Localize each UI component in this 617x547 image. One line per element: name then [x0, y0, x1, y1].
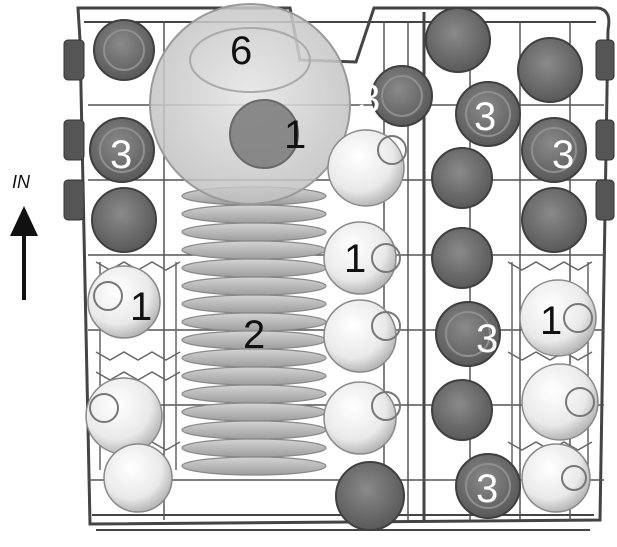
cup-number: 1 — [344, 237, 366, 281]
plate — [182, 259, 326, 277]
glass — [432, 148, 492, 208]
cup — [104, 444, 172, 512]
glass — [426, 8, 490, 72]
cup — [86, 378, 162, 454]
cups-group — [86, 130, 598, 512]
cup — [328, 130, 404, 206]
glass — [522, 188, 586, 252]
arrow-head-icon — [10, 206, 38, 236]
direction-label: IN — [12, 172, 31, 192]
plate — [182, 457, 326, 475]
glass-number: 3 — [552, 133, 574, 177]
glass — [518, 38, 582, 102]
plate — [182, 385, 326, 403]
plate — [182, 205, 326, 223]
direction-indicator: IN — [10, 172, 38, 300]
cup-number: 1 — [540, 299, 562, 343]
glass-number: 3 — [110, 133, 132, 177]
plate — [182, 403, 326, 421]
glass — [336, 462, 404, 530]
cup-number: 1 — [130, 285, 152, 329]
plate — [182, 277, 326, 295]
plate — [182, 223, 326, 241]
glass — [92, 188, 156, 252]
cup — [522, 364, 598, 440]
plate-number: 2 — [243, 313, 265, 357]
plate — [182, 439, 326, 457]
glass — [432, 380, 492, 440]
glass-number: 3 — [474, 95, 496, 139]
glass-number: 3 — [358, 77, 380, 121]
plate — [182, 367, 326, 385]
plate — [182, 241, 326, 259]
glass — [432, 228, 492, 288]
plate — [182, 295, 326, 313]
cup — [324, 300, 396, 372]
glass-number: 3 — [476, 317, 498, 361]
plate — [182, 421, 326, 439]
cup — [522, 444, 590, 512]
bowl-number: 6 — [230, 29, 252, 73]
cup-number: 1 — [284, 113, 306, 157]
glass-number: 3 — [476, 467, 498, 511]
